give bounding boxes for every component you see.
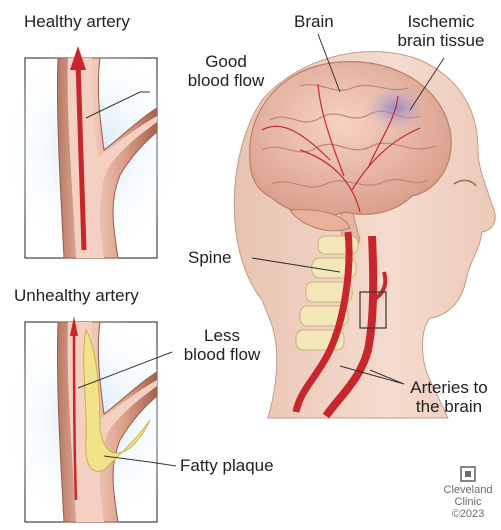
brain-label: Brain bbox=[294, 12, 334, 31]
arteries-to-the-brain-label: Arteries to the brain bbox=[398, 378, 500, 416]
cleveland-clinic-logo-icon bbox=[460, 466, 476, 482]
cleveland-clinic-credit: Cleveland Clinic ©2023 bbox=[436, 466, 500, 520]
fatty-plaque-label: Fatty plaque bbox=[180, 456, 274, 475]
healthy-artery-title: Healthy artery bbox=[24, 12, 130, 31]
credit-line-1: Cleveland bbox=[436, 484, 500, 496]
ischemic-brain-tissue-label: Ischemic brain tissue bbox=[382, 12, 500, 50]
unhealthy-artery-title: Unhealthy artery bbox=[14, 286, 139, 305]
unhealthy-artery-panel bbox=[0, 310, 187, 530]
less-blood-flow-label: Less blood flow bbox=[172, 326, 272, 364]
credit-line-3: ©2023 bbox=[436, 508, 500, 520]
credit-line-2: Clinic bbox=[436, 496, 500, 508]
good-blood-flow-label: Good blood flow bbox=[176, 52, 276, 90]
head-illustration bbox=[234, 34, 495, 418]
healthy-artery-panel bbox=[0, 40, 187, 260]
spine-label: Spine bbox=[188, 248, 231, 267]
